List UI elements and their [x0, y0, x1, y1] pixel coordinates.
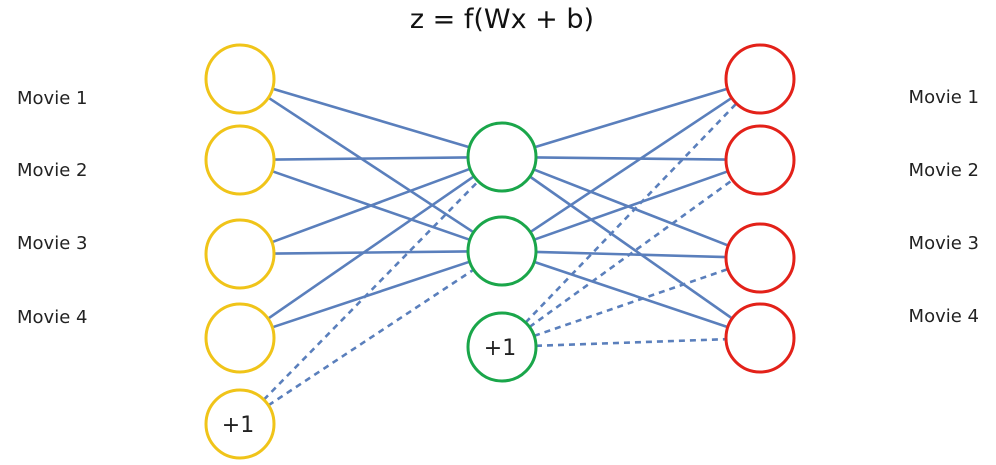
edge-bias-inb-h2	[267, 268, 475, 407]
edge-in1-h1	[272, 87, 470, 149]
edge-h2-o1	[529, 96, 733, 234]
left-label-movie-1: Movie 1	[17, 88, 87, 109]
right-label-movie-1: Movie 1	[909, 87, 979, 108]
hidden-node-1	[466, 121, 538, 193]
edge-in4-h2	[271, 260, 471, 329]
hidden-node-2	[466, 215, 538, 287]
input-node-2	[204, 124, 276, 196]
right-label-movie-2: Movie 2	[909, 160, 979, 181]
input-node-1	[204, 43, 276, 115]
right-label-movie-3: Movie 3	[909, 233, 979, 254]
edge-bias-hb-o3	[533, 267, 729, 338]
edge-h1-o1	[534, 87, 728, 149]
edge-bias-hb-o1	[524, 102, 738, 324]
left-label-movie-3: Movie 3	[17, 233, 87, 254]
formula-title: z = f(Wx + b)	[410, 4, 594, 35]
edge-in3-h1	[271, 167, 471, 244]
edges	[262, 87, 738, 407]
left-label-movie-4: Movie 4	[17, 307, 87, 328]
edge-h1-o4	[529, 175, 733, 320]
edge-h1-o3	[533, 168, 729, 247]
input-node-3	[204, 218, 276, 290]
edge-in3-h2	[273, 250, 469, 255]
hidden-bias-node	[466, 311, 538, 383]
output-node-4	[724, 302, 796, 374]
edge-h2-o4	[533, 260, 729, 329]
edge-in1-h2	[267, 96, 475, 234]
edge-in2-h1	[273, 156, 469, 161]
edge-in4-h1	[267, 175, 475, 320]
edge-bias-hb-o4	[535, 337, 727, 348]
edge-bias-inb-h1	[262, 180, 480, 401]
input-bias-node	[204, 388, 276, 460]
left-label-movie-2: Movie 2	[17, 160, 87, 181]
output-node-1	[724, 43, 796, 115]
output-node-2	[724, 124, 796, 196]
edge-h1-o2	[535, 156, 727, 161]
nodes	[204, 43, 796, 460]
input-node-4	[204, 302, 276, 374]
output-node-3	[724, 222, 796, 294]
edge-h2-o2	[533, 170, 729, 241]
right-label-movie-4: Movie 4	[909, 306, 979, 327]
hidden-bias-label: +1	[484, 336, 516, 361]
edge-bias-hb-o2	[528, 178, 734, 329]
input-bias-label: +1	[222, 413, 254, 438]
